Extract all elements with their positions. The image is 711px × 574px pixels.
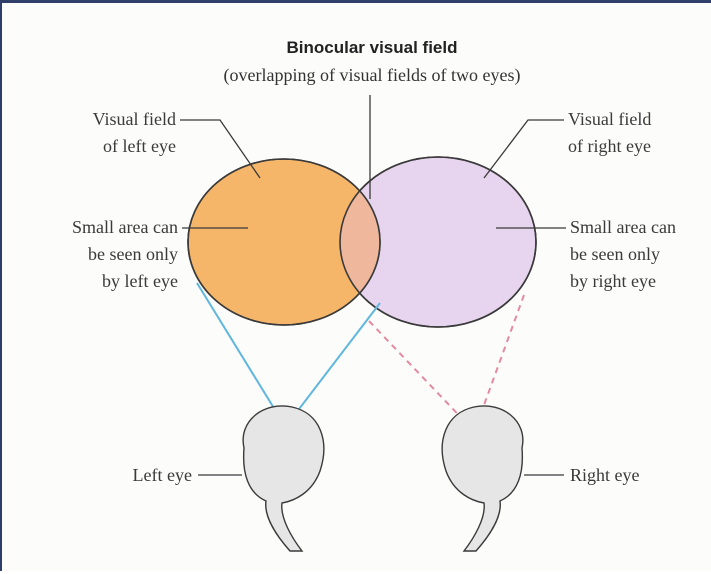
label-right-small-3: by right eye — [570, 271, 656, 291]
right-eye-icon — [442, 406, 523, 551]
label-left-small-2: be seen only — [88, 244, 178, 264]
label-left-small-1: Small area can — [72, 217, 178, 237]
label-right-field-2: of right eye — [568, 136, 651, 156]
label-right-small-1: Small area can — [570, 217, 676, 237]
label-left-small-3: by left eye — [102, 271, 178, 291]
right-field-pointer-line — [484, 120, 564, 178]
left-eye-icon — [243, 406, 324, 551]
label-right-field-1: Visual field — [568, 109, 651, 129]
diagram-subtitle: (overlapping of visual fields of two eye… — [224, 65, 521, 86]
diagram-title: Binocular visual field — [287, 38, 458, 57]
label-left-field-2: of left eye — [103, 136, 176, 156]
binocular-diagram: Binocular visual field (overlapping of v… — [2, 3, 711, 574]
label-right-eye: Right eye — [570, 465, 640, 485]
label-left-eye: Left eye — [133, 465, 192, 485]
label-left-field-1: Visual field — [93, 109, 176, 129]
label-right-small-2: be seen only — [570, 244, 660, 264]
